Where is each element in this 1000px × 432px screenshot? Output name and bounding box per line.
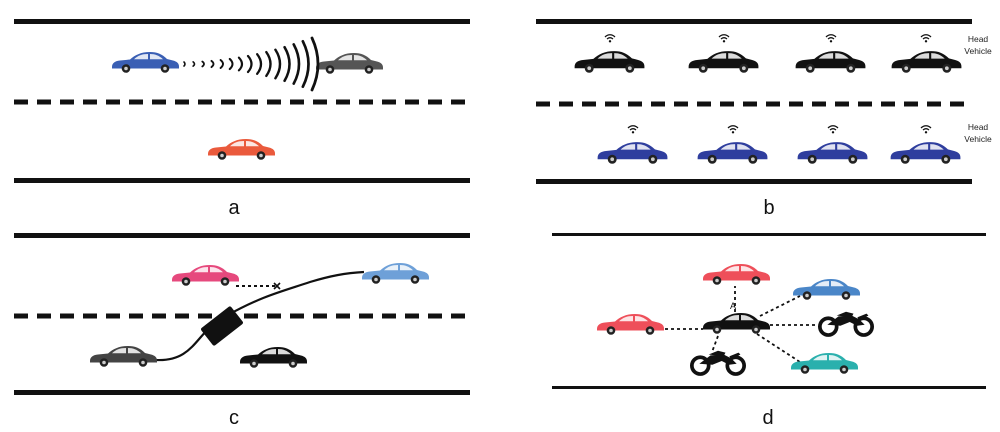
coral-car-icon: [597, 314, 664, 335]
black-car-icon: [795, 51, 866, 73]
signal-arc: [274, 48, 282, 80]
signal-arc: [219, 59, 224, 69]
wifi-icon: [604, 34, 616, 43]
signal-arc: [292, 43, 301, 85]
blocked-x-icon: [273, 282, 281, 290]
wifi-icon: [920, 125, 932, 134]
lane-change-trajectory: [155, 270, 365, 362]
road-edge-top: [536, 19, 972, 24]
signal-arc: [310, 36, 320, 92]
center-car-label: A: [730, 301, 736, 311]
road-edge-top: [14, 233, 470, 238]
lightblue-car-icon: [362, 263, 429, 284]
road-edge-top: [552, 233, 986, 236]
signal-arc: [237, 56, 244, 72]
wifi-icon: [718, 34, 730, 43]
black-car-icon: [240, 347, 307, 368]
panel-label-d: d: [762, 407, 773, 429]
wifi-icon: [920, 34, 932, 43]
navy-car-icon: [890, 142, 961, 164]
signal-wave-icon: [183, 36, 320, 92]
center-car-icon: [703, 313, 770, 334]
connection-links: [665, 286, 818, 363]
signal-arc: [201, 60, 205, 68]
signal-arc: [255, 53, 263, 75]
signal-arc: [210, 59, 215, 69]
wifi-icon: [627, 125, 639, 134]
road-edge-bottom: [14, 178, 470, 183]
panel-label-b: b: [763, 197, 774, 219]
signal-arc: [265, 50, 272, 78]
motorcycle-icon: [818, 309, 874, 337]
head-vehicle-label-bottom-line1: Head: [968, 122, 989, 132]
black-car-icon: [688, 51, 759, 73]
panel-c: c: [14, 233, 470, 429]
road-edge-top: [14, 19, 470, 24]
sky-car-icon: [793, 279, 860, 300]
road-edge-bottom: [536, 179, 972, 184]
motorcycle-icon: [690, 348, 746, 376]
pink-car-icon: [172, 265, 239, 286]
navy-car-icon: [597, 142, 668, 164]
road-edge-bottom: [552, 386, 986, 389]
black-car-icon: [574, 51, 645, 73]
black-car-icon: [891, 51, 962, 73]
truck-icon: [201, 306, 243, 346]
signal-arc: [246, 54, 253, 74]
road-edge-bottom: [14, 390, 470, 395]
signal-arc: [192, 61, 196, 67]
teal-car-icon: [791, 353, 858, 374]
panel-label-c: c: [229, 407, 239, 429]
panel-label-a: a: [228, 197, 240, 219]
wifi-icon: [825, 34, 837, 43]
red-car-icon: [208, 139, 275, 160]
blue-car-icon: [112, 52, 179, 73]
coral-car-icon: [703, 264, 770, 285]
head-vehicle-label-top-line2: Vehicle: [964, 46, 992, 56]
panel-b: Head Vehicle Head Vehicle b: [536, 19, 992, 219]
signal-arc: [183, 61, 186, 67]
panel-d: A d: [552, 233, 986, 429]
head-vehicle-label-top-line1: Head: [968, 34, 989, 44]
panel-a: a: [14, 19, 470, 219]
wifi-icon: [727, 125, 739, 134]
head-vehicle-label-bottom-line2: Vehicle: [964, 134, 992, 144]
signal-arc: [283, 45, 291, 83]
gray-car-icon: [316, 53, 383, 74]
navy-car-icon: [797, 142, 868, 164]
wifi-icon: [827, 125, 839, 134]
dark-gray-car-icon: [90, 346, 157, 367]
navy-car-icon: [697, 142, 768, 164]
signal-arc: [228, 57, 234, 71]
signal-arc: [301, 39, 310, 89]
